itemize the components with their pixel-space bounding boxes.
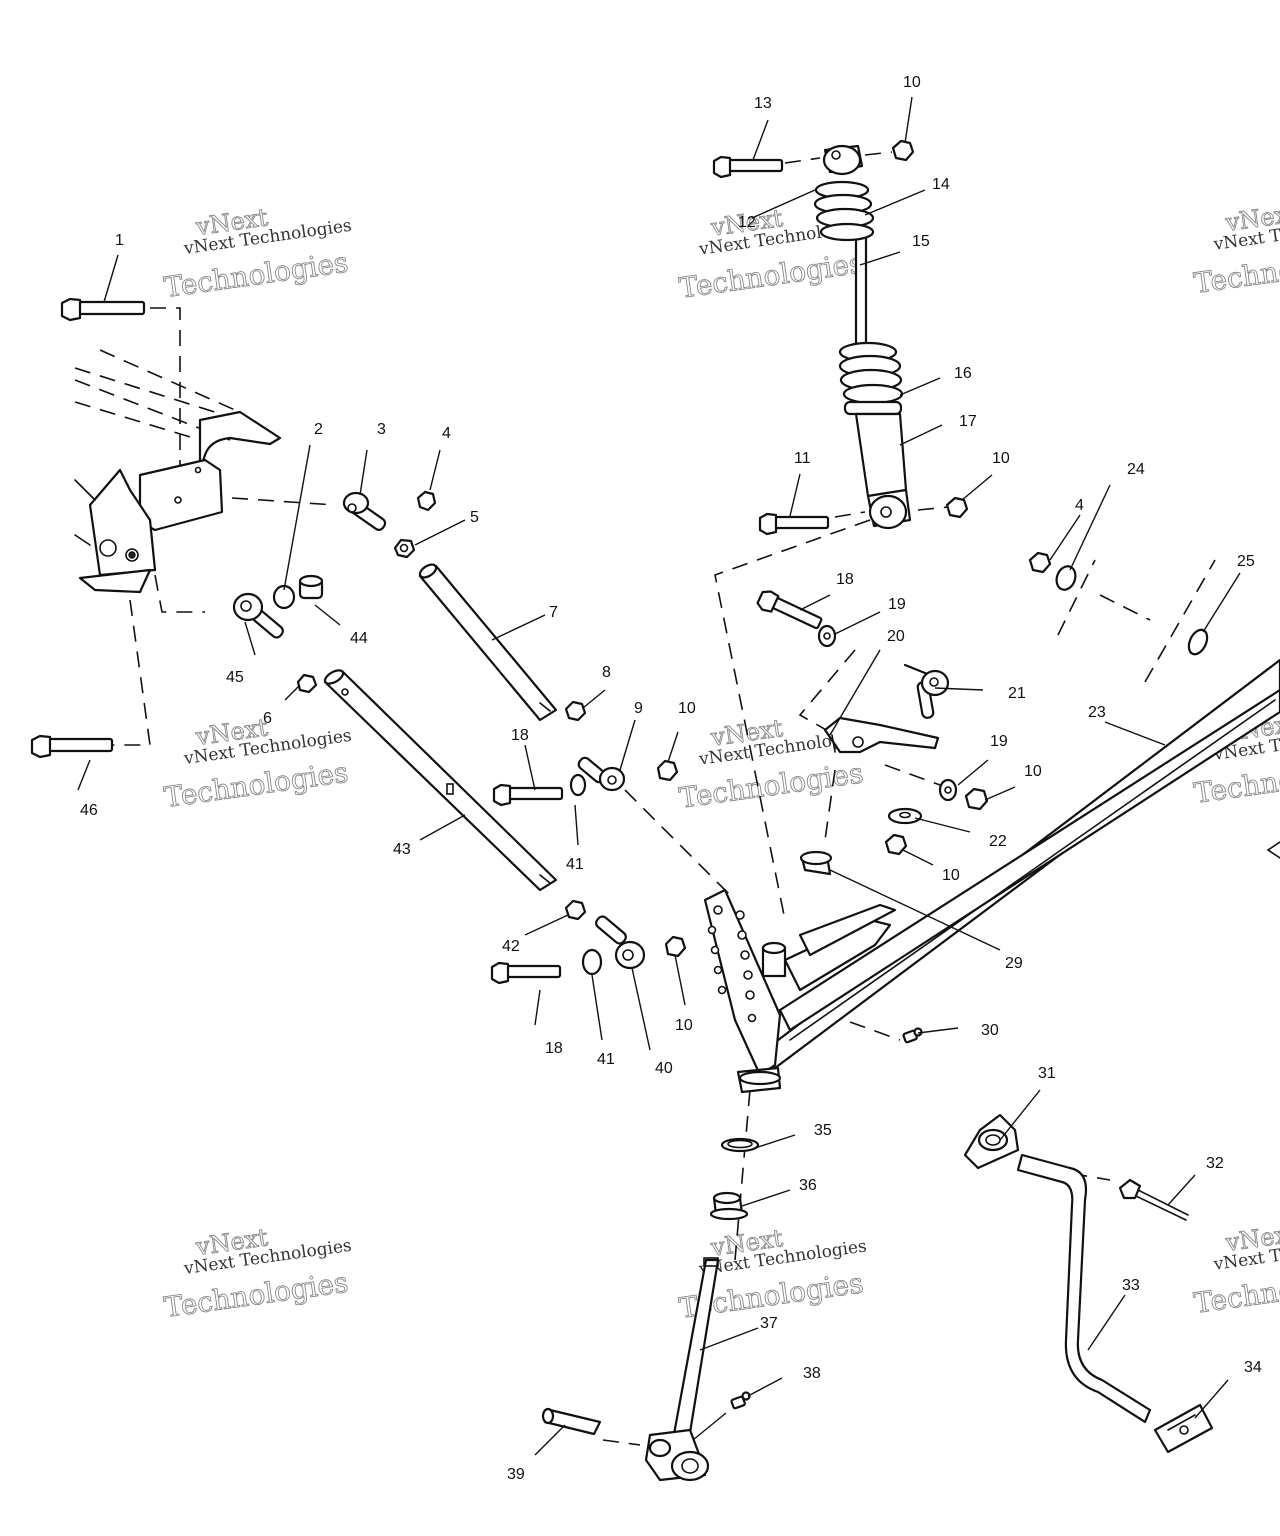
callout-25: 25 bbox=[1237, 553, 1255, 570]
callout-43: 43 bbox=[393, 841, 411, 858]
callout-33: 33 bbox=[1122, 1277, 1140, 1294]
callout-29: 29 bbox=[1005, 955, 1023, 972]
callout-30: 30 bbox=[981, 1022, 999, 1039]
bolt-18-upper-right bbox=[756, 590, 823, 630]
grease-fitting-30 bbox=[902, 1027, 923, 1044]
steering-arm-20 bbox=[823, 716, 940, 754]
bolt-32 bbox=[1118, 1178, 1189, 1221]
callout-12: 12 bbox=[738, 214, 756, 231]
callout-7: 7 bbox=[549, 604, 558, 621]
callout-6: 6 bbox=[263, 710, 272, 727]
callout-18-mid: 18 bbox=[511, 727, 529, 744]
rod-end-45 bbox=[232, 592, 284, 639]
callout-10-mid: 10 bbox=[678, 700, 696, 717]
nuts-and-washers bbox=[272, 139, 1209, 976]
rod-end-3 bbox=[342, 491, 387, 531]
callout-23: 23 bbox=[1088, 704, 1106, 721]
callout-40: 40 bbox=[655, 1060, 673, 1077]
callout-15: 15 bbox=[912, 233, 930, 250]
tie-rod-43 bbox=[323, 669, 558, 892]
bolt-11 bbox=[758, 512, 830, 536]
grease-fitting-38 bbox=[730, 1391, 751, 1410]
callout-21: 21 bbox=[1008, 685, 1026, 702]
callout-24: 24 bbox=[1127, 461, 1145, 478]
bolt-13 bbox=[712, 155, 784, 179]
callout-22: 22 bbox=[989, 833, 1007, 850]
bolt-46 bbox=[30, 734, 114, 759]
callout-32: 32 bbox=[1206, 1155, 1224, 1172]
callout-18-upper: 18 bbox=[836, 571, 854, 588]
ring-35 bbox=[720, 1137, 760, 1153]
rod-end-40 bbox=[595, 915, 646, 970]
pin-39 bbox=[541, 1407, 602, 1436]
callout-37: 37 bbox=[760, 1315, 778, 1332]
callout-1: 1 bbox=[115, 232, 124, 249]
watermark: vNext vNext Technologies Technologies bbox=[162, 1223, 353, 1325]
bolt-18-mid bbox=[492, 783, 564, 807]
end-block-34 bbox=[1153, 1403, 1214, 1454]
bolt-18-lower bbox=[490, 961, 562, 985]
callout-38: 38 bbox=[803, 1365, 821, 1382]
callout-19-lower: 19 bbox=[990, 733, 1008, 750]
callout-36: 36 bbox=[799, 1177, 817, 1194]
callout-3: 3 bbox=[377, 421, 386, 438]
callout-5: 5 bbox=[470, 509, 479, 526]
watermark: vNext vNext Technologies Technologies bbox=[162, 203, 353, 305]
callout-10-shock-lower: 10 bbox=[992, 450, 1010, 467]
callout-45: 45 bbox=[226, 669, 244, 686]
callout-19-upper: 19 bbox=[888, 596, 906, 613]
callout-13: 13 bbox=[754, 95, 772, 112]
callout-10-lower: 10 bbox=[675, 1017, 693, 1034]
callout-46: 46 bbox=[80, 802, 98, 819]
bolt-1 bbox=[60, 297, 146, 322]
callout-9: 9 bbox=[634, 700, 643, 717]
callout-4: 4 bbox=[442, 425, 451, 442]
rod-end-9 bbox=[577, 756, 626, 792]
callout-39: 39 bbox=[507, 1466, 525, 1483]
callout-10-nut: 10 bbox=[942, 867, 960, 884]
watermark: vNext vNext Technologies Technologies bbox=[1191, 1219, 1280, 1321]
a-arm-spindle-23 bbox=[703, 658, 1280, 1094]
callout-labels: 1 2 3 4 5 6 7 8 9 10 10 10 10 10 10 11 1… bbox=[80, 74, 1262, 1483]
callout-10-top: 10 bbox=[903, 74, 921, 91]
callout-41-upper: 41 bbox=[566, 856, 584, 873]
callout-18-lower: 18 bbox=[545, 1040, 563, 1057]
callout-16: 16 bbox=[954, 365, 972, 382]
watermarks: vNext vNext Technologies Technologies vN… bbox=[162, 199, 1280, 1326]
callout-42: 42 bbox=[502, 938, 520, 955]
spindle-37 bbox=[644, 1257, 720, 1482]
callout-20: 20 bbox=[887, 628, 905, 645]
leader-lines bbox=[77, 96, 1280, 1456]
bushing-29 bbox=[799, 850, 833, 876]
watermark: vNext vNext Technologies Technologies bbox=[162, 713, 353, 815]
callout-10-arm: 10 bbox=[1024, 763, 1042, 780]
shock-absorber bbox=[813, 144, 912, 530]
callout-8: 8 bbox=[602, 664, 611, 681]
callout-41-lower: 41 bbox=[597, 1051, 615, 1068]
bushing-36 bbox=[709, 1191, 749, 1221]
callout-17: 17 bbox=[959, 413, 977, 430]
callout-2: 2 bbox=[314, 421, 323, 438]
callout-11: 11 bbox=[794, 450, 811, 467]
callout-44: 44 bbox=[350, 630, 368, 647]
watermark: vNext vNext Technologies Technologies bbox=[1191, 199, 1280, 301]
callout-14: 14 bbox=[932, 176, 950, 193]
frame-bracket bbox=[74, 349, 282, 594]
tie-rod-7 bbox=[418, 563, 558, 722]
callout-4-right: 4 bbox=[1075, 497, 1084, 514]
callout-34: 34 bbox=[1244, 1359, 1262, 1376]
rod-end-21 bbox=[903, 663, 950, 719]
callout-31: 31 bbox=[1038, 1065, 1056, 1082]
stabilizer-bar bbox=[963, 1113, 1152, 1424]
callout-35: 35 bbox=[814, 1122, 832, 1139]
